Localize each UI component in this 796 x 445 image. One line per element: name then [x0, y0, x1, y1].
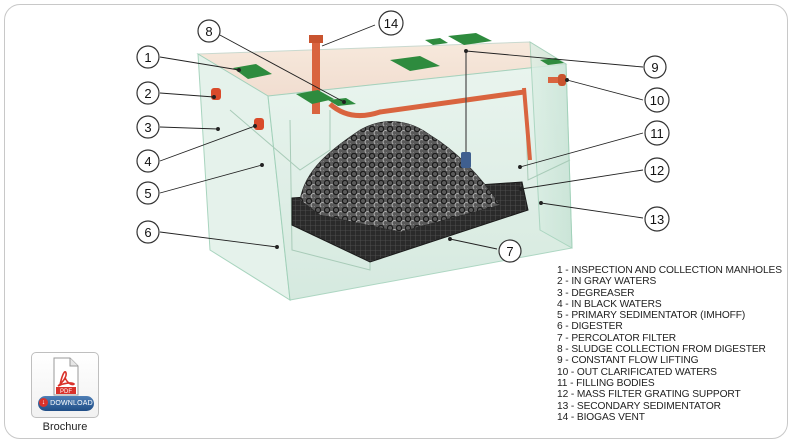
callout-12: 12 — [650, 163, 664, 178]
callout-11: 11 — [650, 126, 664, 141]
legend-item: 2 - IN GRAY WATERS — [557, 276, 657, 288]
legend: 1 - INSPECTION AND COLLECTION MANHOLES 2… — [557, 265, 782, 423]
manhole-2 — [296, 90, 334, 104]
leader-lines — [159, 24, 644, 250]
callout-5: 5 — [144, 186, 151, 201]
download-arrow-icon: ↓ — [39, 397, 49, 407]
legend-item: 8 - SLUDGE COLLECTION FROM DIGESTER — [557, 344, 766, 356]
primary-sedimentator-hopper — [229, 109, 331, 171]
sludge-collection-pipe — [328, 89, 525, 119]
pdf-badge: PDF — [60, 389, 72, 395]
filling-bodies — [299, 121, 501, 233]
tank-right-wall — [529, 41, 573, 249]
callout-4: 4 — [144, 154, 151, 169]
callout-14: 14 — [384, 16, 398, 31]
manhole-1 — [233, 64, 272, 79]
download-button[interactable]: ↓DOWNLOAD — [38, 396, 94, 411]
dosing-pipe — [522, 87, 532, 161]
callout-9: 9 — [651, 60, 658, 75]
callout-13: 13 — [650, 212, 664, 227]
callout-1: 1 — [144, 50, 151, 65]
manhole-5 — [425, 38, 448, 45]
outlet-flange — [558, 74, 566, 86]
legend-item: 3 - DEGREASER — [557, 287, 635, 299]
legend-item: 9 - CONSTANT FLOW LIFTING — [557, 355, 699, 367]
legend-item: 11 - FILLING BODIES — [557, 377, 655, 389]
biogas-vent-cap — [309, 35, 323, 43]
brochure-download[interactable]: PDF ↓DOWNLOAD Brochure — [31, 352, 99, 436]
legend-item: 1 - INSPECTION AND COLLECTION MANHOLES — [557, 265, 782, 276]
manhole-4 — [448, 33, 492, 45]
callout-7: 7 — [506, 244, 513, 259]
callout-numbers: 1 2 3 4 5 6 7 8 9 10 11 12 13 14 — [144, 16, 664, 259]
callout-10: 10 — [650, 93, 664, 108]
legend-item: 4 - IN BLACK WATERS — [557, 298, 662, 310]
legend-item: 14 - BIOGAS VENT — [557, 411, 645, 423]
brochure-card[interactable]: PDF ↓DOWNLOAD — [31, 352, 99, 418]
legend-item: 10 - OUT CLARIFICATED WATERS — [557, 366, 717, 378]
legend-item: 7 - PERCOLATOR FILTER — [557, 332, 677, 344]
legend-item: 13 - SECONDARY SEDIMENTATOR — [557, 400, 721, 412]
manhole-7 — [328, 98, 356, 106]
manhole-3 — [390, 56, 440, 71]
legend-item: 5 - PRIMARY SEDIMENTATOR (IMHOFF) — [557, 310, 746, 322]
black-water-inlet — [254, 118, 264, 130]
legend-item: 12 - MASS FILTER GRATING SUPPORT — [557, 389, 741, 401]
callout-3: 3 — [144, 120, 151, 135]
lifting-pump — [461, 152, 471, 168]
callout-6: 6 — [144, 225, 151, 240]
callout-8: 8 — [205, 24, 212, 39]
callout-2: 2 — [144, 86, 151, 101]
brochure-caption[interactable]: Brochure — [42, 421, 88, 433]
download-label: DOWNLOAD — [50, 400, 93, 407]
callout-circles — [136, 10, 670, 263]
biogas-vent-pipe — [312, 42, 320, 114]
legend-item: 6 - DIGESTER — [557, 321, 623, 333]
pdf-file-icon: PDF — [53, 357, 79, 396]
